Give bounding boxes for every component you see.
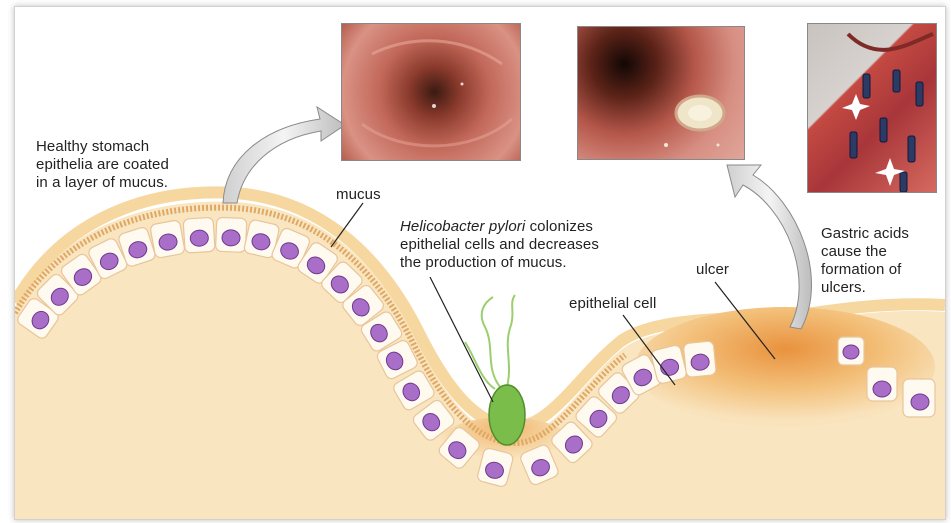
hpylori-line-1-rest: colonizes [525, 218, 593, 235]
arrow-to-ulcer-photo [727, 165, 812, 329]
healthy-stomach-photo [341, 23, 521, 161]
healthy-label: Healthy stomach epithelia are coated in … [36, 138, 169, 192]
ulcer-photo-lesion [578, 27, 745, 160]
healthy-line-3: in a layer of mucus. [36, 174, 169, 192]
healthy-photo-folds [342, 24, 521, 161]
hpylori-line-3: the production of mucus. [400, 254, 599, 272]
cell-nucleus [190, 230, 209, 247]
arrow-to-healthy-photo [223, 107, 345, 203]
diagram-frame: Healthy stomach epithelia are coated in … [14, 6, 946, 520]
gastric-acid-illustration [807, 23, 937, 193]
hpylori-name: Helicobacter pylori [400, 218, 525, 235]
acid-illustration-detail [808, 24, 937, 193]
healthy-line-2: epithelia are coated [36, 156, 169, 174]
hpylori-line-2: epithelial cells and decreases [400, 236, 599, 254]
gastric-line-4: ulcers. [821, 279, 909, 297]
healthy-line-1: Healthy stomach [36, 138, 169, 156]
gastric-line-3: formation of [821, 261, 909, 279]
cell-nucleus [222, 229, 241, 246]
ulcer-photo [577, 26, 745, 160]
ulcer-label: ulcer [696, 261, 729, 279]
epithelial-cell-label: epithelial cell [569, 295, 656, 313]
gastric-line-1: Gastric acids [821, 225, 909, 243]
gastric-line-2: cause the [821, 243, 909, 261]
mucus-label: mucus [336, 186, 381, 204]
hpylori-label: Helicobacter pylori colonizes epithelial… [400, 218, 599, 272]
gastric-acid-label: Gastric acids cause the formation of ulc… [821, 225, 909, 297]
